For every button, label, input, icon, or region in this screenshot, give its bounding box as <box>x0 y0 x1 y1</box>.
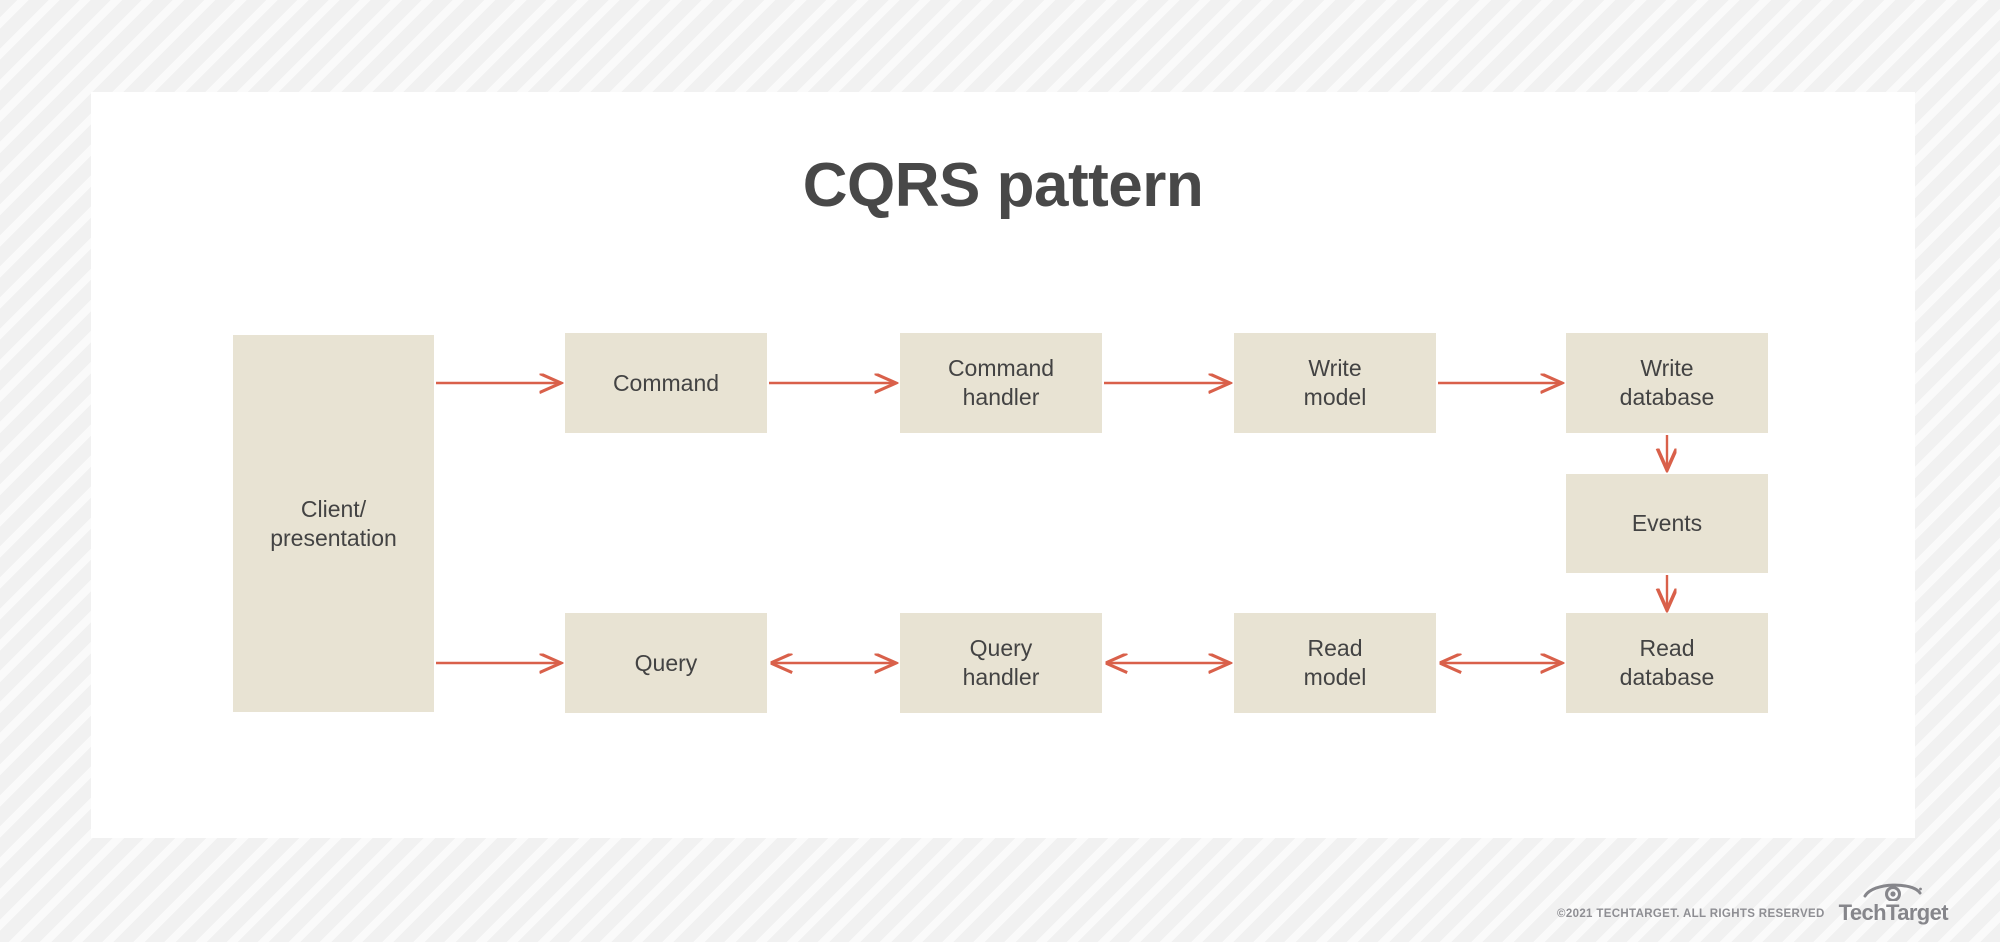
page-title: CQRS pattern <box>802 151 1204 220</box>
node-query-handler[interactable]: Query handler <box>900 613 1102 713</box>
slide-card: CQRS pattern <box>91 92 1915 838</box>
eye-icon <box>1863 883 1923 901</box>
node-command-handler[interactable]: Command handler <box>900 333 1102 433</box>
node-read-database[interactable]: Read database <box>1566 613 1768 713</box>
cqrs-flow-diagram: Client/ presentation Command Command han… <box>91 92 1915 838</box>
node-query[interactable]: Query <box>565 613 767 713</box>
node-events[interactable]: Events <box>1566 474 1768 573</box>
node-write-database[interactable]: Write database <box>1566 333 1768 433</box>
node-command[interactable]: Command <box>565 333 767 433</box>
node-write-model[interactable]: Write model <box>1234 333 1436 433</box>
brand-wordmark: TechTarget <box>1838 900 1949 925</box>
node-client-presentation[interactable]: Client/ presentation <box>233 335 434 712</box>
node-read-model[interactable]: Read model <box>1234 613 1436 713</box>
techtarget-logo: TechTarget <box>1838 879 1949 925</box>
copyright-text: ©2021 TECHTARGET. ALL RIGHTS RESERVED <box>1557 908 1825 920</box>
footer: ©2021 TECHTARGET. ALL RIGHTS RESERVED Te… <box>1557 879 1949 925</box>
